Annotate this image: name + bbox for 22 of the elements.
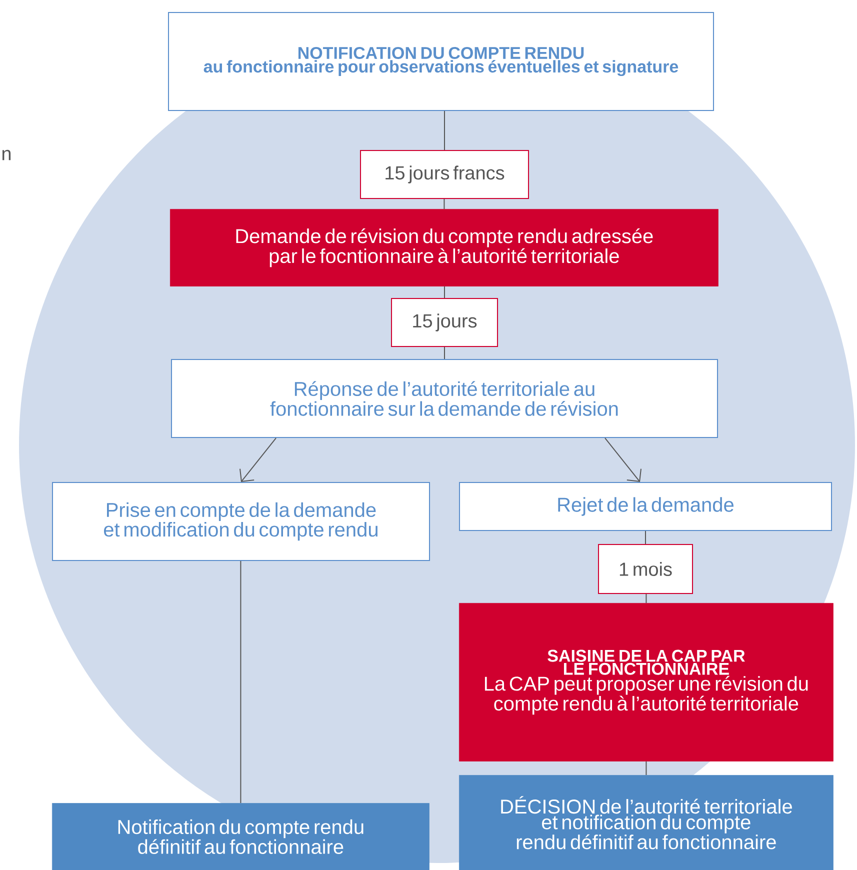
process-box: SAISINE DE LA CAP PAR LE FONCTIONNAIRE La CAP peut proposer une révision du compte rendu à l’autorité territoriale [459, 603, 834, 762]
framed-box: NOTIFICATION DU COMPTE RENDU au fonctionnaire pour observations éventuelles et signature [168, 12, 714, 111]
process-box: Rejet de la demande [459, 482, 832, 531]
connector [646, 760, 647, 776]
result-box: Notification du compte rendu définitif au fonctionnaire [52, 803, 430, 870]
connector [444, 286, 445, 298]
process-box: Prise en compte de la demande et modification du compte rendu [52, 482, 430, 561]
delay-box: 1 mois [598, 544, 693, 594]
connector [444, 346, 445, 360]
connector [240, 560, 242, 804]
connector [646, 594, 647, 604]
result-box: DÉCISION de l’autorité territoriale et notification du compte rendu définitif au fonctionnaire [459, 775, 834, 870]
fragment-text: n [2, 150, 11, 160]
connector [604, 438, 642, 482]
connector [444, 198, 445, 210]
process-box: Réponse de l’autorité territoriale au fonctionnaire sur la demande de révision [171, 359, 718, 438]
delay-box: 15 jours [391, 298, 498, 347]
connector [240, 438, 276, 482]
delay-box: 15 jours francs [360, 150, 529, 199]
connector [444, 110, 445, 150]
connector [645, 530, 646, 544]
process-box: Demande de révision du compte rendu adressée par le focntionnaire à l’autorité territoriale [170, 209, 718, 286]
